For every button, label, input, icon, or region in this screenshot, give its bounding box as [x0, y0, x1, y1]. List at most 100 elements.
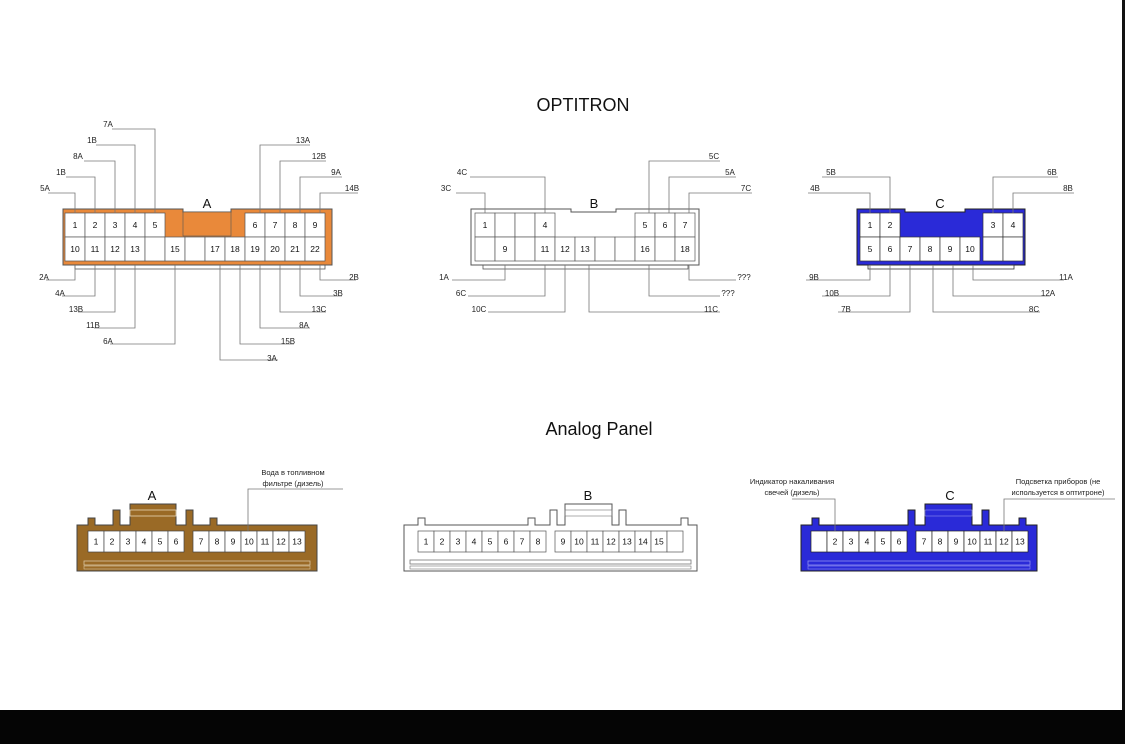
pin-number: 9 — [954, 537, 959, 547]
optitron-b-label: 1A — [439, 273, 449, 282]
analog-b-rail — [409, 559, 692, 565]
pin-number: 10 — [965, 244, 975, 254]
optitron-b-label: ??? — [737, 273, 751, 282]
optitron-a-label: 9A — [331, 168, 341, 177]
optitron-b-label: 7C — [741, 184, 751, 193]
pin-number: 9 — [231, 537, 236, 547]
pin-number: 5 — [488, 537, 493, 547]
analog-a-rail-lower — [83, 565, 311, 570]
optitron-b-lip — [482, 264, 689, 270]
optitron-b-leaders — [452, 160, 752, 313]
pin-cell — [959, 236, 981, 262]
pin-number: 7 — [908, 244, 913, 254]
pin-number: 2 — [93, 220, 98, 230]
pin-cell — [304, 236, 326, 262]
pin-number: 15 — [654, 537, 664, 547]
pin-number: 1 — [483, 220, 488, 230]
pin-cell — [494, 212, 516, 238]
optitron-a-label: 13B — [69, 305, 83, 314]
optitron-a-letter: A — [203, 196, 212, 211]
optitron-c-label: 8C — [1029, 305, 1039, 314]
optitron-c-label: 9B — [809, 273, 819, 282]
pin-cell — [514, 236, 536, 262]
pin-number: 5 — [868, 244, 873, 254]
pin-number: 8 — [215, 537, 220, 547]
pin-number: 13 — [580, 244, 590, 254]
analog-a-note-leader — [247, 488, 343, 531]
optitron-a-lip — [74, 264, 326, 270]
pin-cell — [614, 236, 636, 262]
pin-number: 7 — [683, 220, 688, 230]
right-border-line — [1122, 0, 1125, 710]
analog-a-note: фильтре (дизель) — [262, 479, 324, 488]
pin-number: 6 — [174, 537, 179, 547]
pin-number: 3 — [456, 537, 461, 547]
pin-number: 10 — [70, 244, 80, 254]
pin-number: 3 — [113, 220, 118, 230]
analog-c-note-left: свечей (дизель) — [764, 488, 820, 497]
pin-number: 21 — [290, 244, 300, 254]
pin-number: 1 — [73, 220, 78, 230]
pin-number: 11 — [91, 244, 100, 254]
pin-number: 8 — [928, 244, 933, 254]
pin-cell — [514, 212, 536, 238]
pin-number: 9 — [561, 537, 566, 547]
pin-cell — [674, 236, 696, 262]
bottom-black-bar — [0, 710, 1125, 744]
optitron-a-label: 3B — [333, 289, 343, 298]
pin-number: 22 — [310, 244, 320, 254]
optitron-a-label: 4A — [55, 289, 65, 298]
optitron-a-label: 7A — [103, 120, 113, 129]
pin-number: 4 — [543, 220, 548, 230]
pin-number: 12 — [110, 244, 120, 254]
pin-number: 10 — [574, 537, 584, 547]
pin-number: 16 — [640, 244, 650, 254]
optitron-b-letter: B — [590, 196, 599, 211]
optitron-c-label: 7B — [841, 305, 851, 314]
pin-number: 9 — [313, 220, 318, 230]
pin-number: 5 — [881, 537, 886, 547]
pin-number: 4 — [865, 537, 870, 547]
pin-number: 14 — [638, 537, 648, 547]
pin-number: 18 — [230, 244, 240, 254]
analog-a-latch — [129, 509, 177, 517]
pin-number: 8 — [536, 537, 541, 547]
analog-c-note-left: Индикатор накаливания — [750, 477, 834, 486]
optitron-c-label: 11A — [1059, 273, 1073, 282]
optitron-b-label: 5A — [725, 168, 735, 177]
pin-number: 12 — [276, 537, 286, 547]
pin-number: 10 — [244, 537, 254, 547]
pin-number: 7 — [199, 537, 204, 547]
optitron-a-label: 13C — [312, 305, 327, 314]
optitron-c-labels: 5B 4B 6B 8B 9B 10B 7B 11A 12A 8C — [809, 168, 1073, 314]
pin-number: 7 — [922, 537, 927, 547]
pin-number: 6 — [663, 220, 668, 230]
optitron-c-label: 8B — [1063, 184, 1073, 193]
pin-number: 6 — [253, 220, 258, 230]
pin-number: 17 — [210, 244, 220, 254]
pin-number: 12 — [606, 537, 616, 547]
pin-number: 7 — [273, 220, 278, 230]
analog-b-letter: B — [584, 488, 593, 503]
pin-cell — [810, 530, 828, 553]
pin-number: 7 — [520, 537, 525, 547]
pin-number: 2 — [833, 537, 838, 547]
optitron-b-labels: 4C 3C 5C 5A 7C 1A 6C 10C ??? ??? 11C — [439, 152, 751, 314]
optitron-a-label: 8A — [299, 321, 309, 330]
optitron-b-label: 3C — [441, 184, 451, 193]
pin-number: 13 — [292, 537, 302, 547]
pin-number: 8 — [293, 220, 298, 230]
pin-number: 1 — [868, 220, 873, 230]
optitron-a-label: 8A — [73, 152, 83, 161]
analog-a-note: Вода в топливном — [261, 468, 324, 477]
analog-c-note-left-leader — [792, 498, 836, 531]
pin-cell — [1002, 236, 1024, 262]
